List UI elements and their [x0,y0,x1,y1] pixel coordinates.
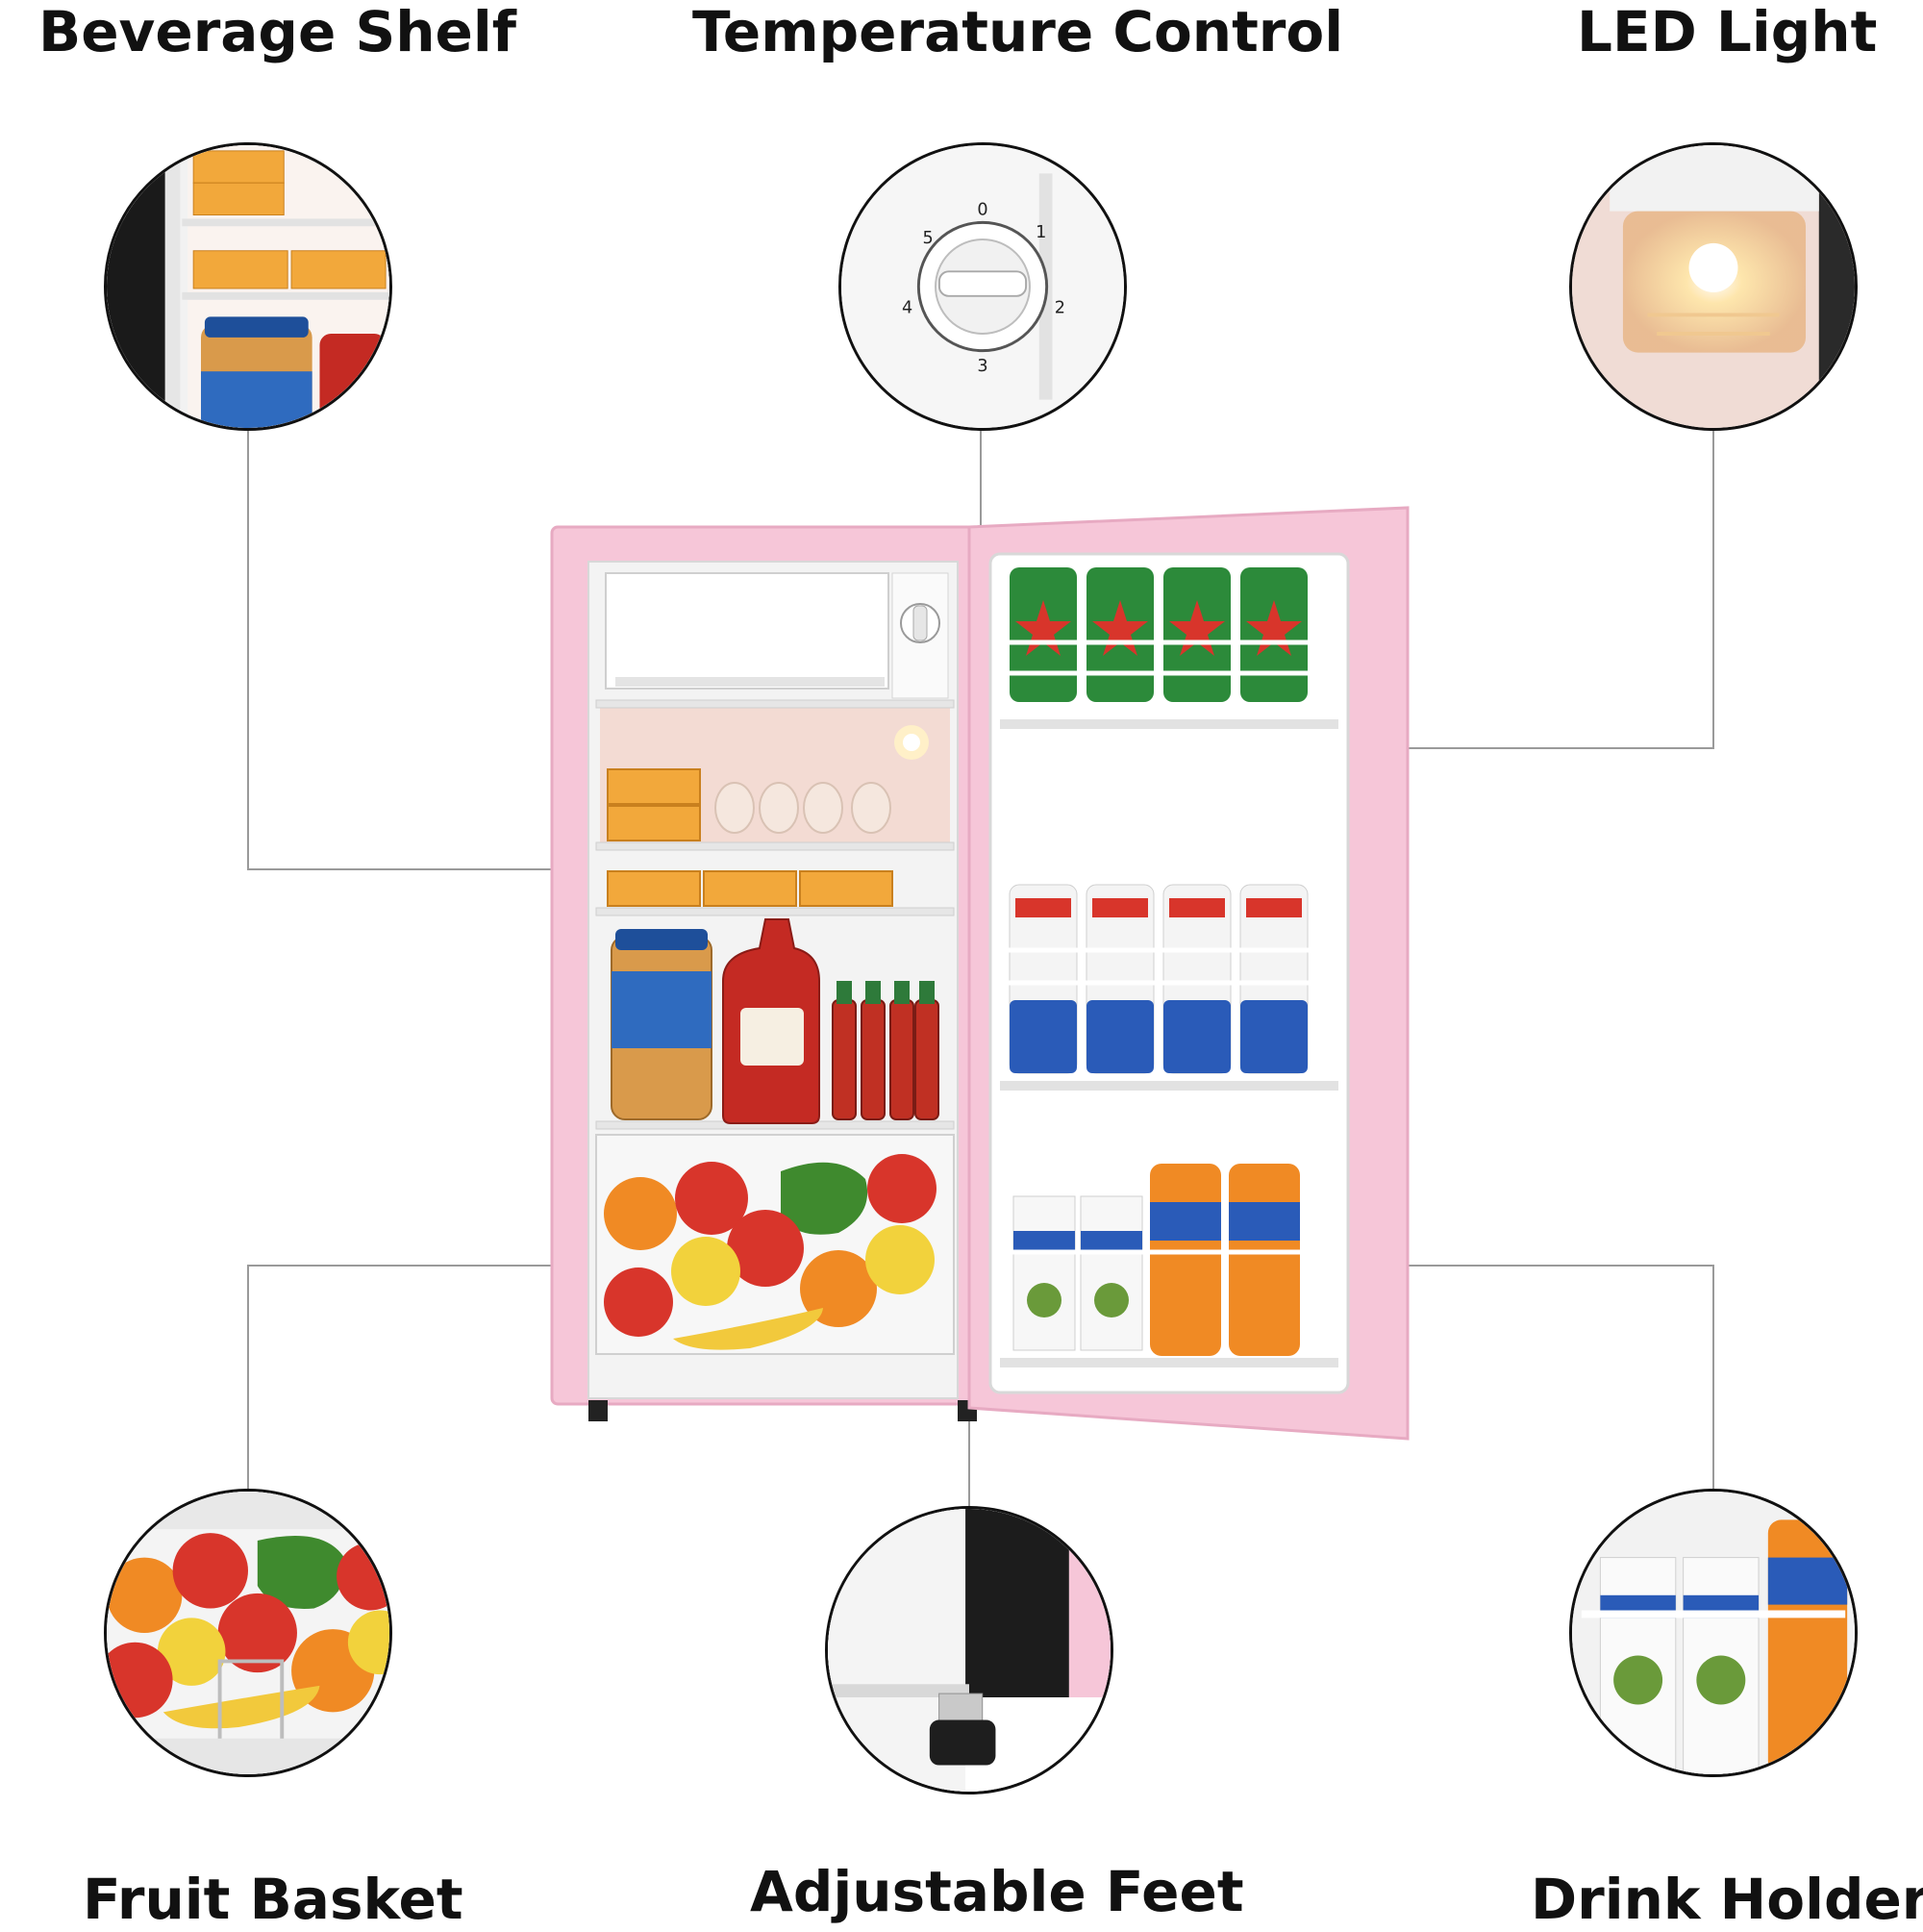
temperature-control-callout: 0 1 2 3 4 5 [838,142,1127,431]
dial-mark-2: 2 [1055,298,1065,317]
dial-mark-5: 5 [923,229,934,248]
beverage-shelf-callout [104,142,392,431]
led-light-label: LED Light [1577,0,1878,64]
leader-line-beverage-shelf [247,431,594,870]
drink-holder-label: Drink Holder [1531,1867,1923,1932]
leader-line-temperature-control [952,431,982,626]
adjustable-feet-callout [825,1506,1113,1794]
temperature-control-label: Temperature Control [692,0,1344,64]
foot-screw [938,1693,984,1722]
drink-holder-callout [1569,1489,1858,1777]
fruit-basket-callout [104,1489,392,1777]
led-bulb [1688,242,1738,292]
dial-mark-1: 1 [1036,223,1046,242]
leveling-foot [929,1719,996,1766]
dial-mark-3: 3 [977,357,987,376]
leader-line-led-light [913,431,1714,749]
dial-mark-0: 0 [977,201,987,220]
leader-line-drink-holder [1250,1265,1714,1489]
leader-line-fruit-basket [247,1265,594,1489]
led-light-callout [1569,142,1858,431]
adjustable-feet-label: Adjustable Feet [750,1859,1244,1924]
beverage-shelf-label: Beverage Shelf [38,0,516,64]
dial-mark-4: 4 [902,298,912,317]
fruit-basket-label: Fruit Basket [83,1867,463,1932]
